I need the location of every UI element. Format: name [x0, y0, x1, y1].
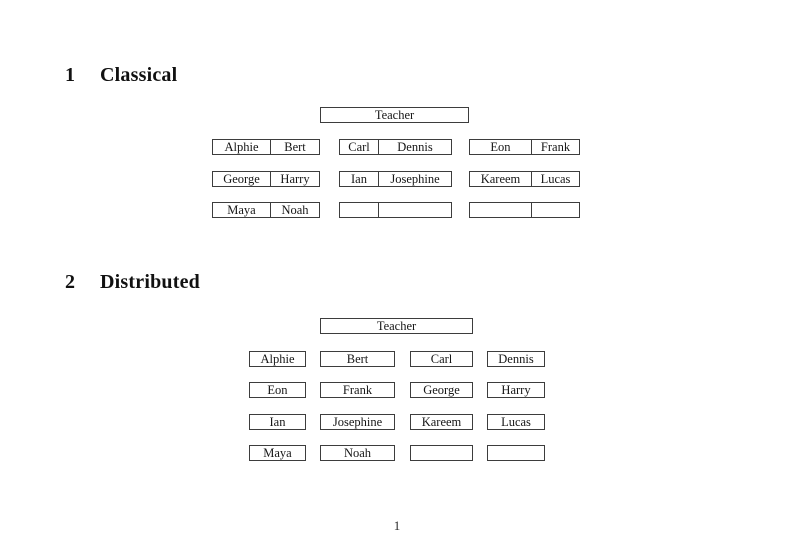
section-heading-distributed: 2 Distributed: [65, 271, 200, 294]
seat-label: Dennis: [378, 140, 451, 154]
section-number: 1: [65, 64, 76, 86]
teacher-box: Teacher: [320, 318, 473, 334]
seat-label-empty: [340, 203, 378, 217]
seat-label: Bert: [270, 140, 319, 154]
seat-label: Noah: [270, 203, 319, 217]
seat-box: Bert: [320, 351, 395, 367]
seat-box: Lucas: [487, 414, 545, 430]
seat-label: Ian: [351, 171, 367, 186]
seat-label: Frank: [531, 140, 579, 154]
seat-label: George: [223, 171, 260, 186]
seat-box: Eon: [249, 382, 306, 398]
teacher-box: Teacher: [320, 107, 469, 123]
desk: Alphie Bert: [212, 139, 320, 155]
section-title: Distributed: [100, 271, 200, 293]
desk-empty: [469, 202, 580, 218]
seat-label-empty: [470, 203, 531, 217]
seat-box: Dennis: [487, 351, 545, 367]
seat-box: Alphie: [249, 351, 306, 367]
section-title: Classical: [100, 64, 178, 86]
desk-empty: [339, 202, 452, 218]
section-number: 2: [65, 271, 76, 293]
section-heading-classical: 1 Classical: [65, 64, 177, 87]
seat-label: Kareem: [480, 171, 521, 186]
seat-box-empty: [410, 445, 473, 461]
seat-box: Kareem: [410, 414, 473, 430]
seat-label: Alphie: [224, 139, 259, 154]
seat-label: Harry: [270, 172, 319, 186]
seat-label: Maya: [227, 202, 256, 217]
seat-box: Carl: [410, 351, 473, 367]
seat-box: George: [410, 382, 473, 398]
desk: George Harry: [212, 171, 320, 187]
desk: Kareem Lucas: [469, 171, 580, 187]
seat-label-empty: [378, 203, 451, 217]
seat-box: Noah: [320, 445, 395, 461]
seat-label: Carl: [348, 139, 370, 154]
page-number: 1: [393, 518, 401, 533]
seat-label: Josephine: [378, 172, 451, 186]
seat-box: Ian: [249, 414, 306, 430]
seat-box: Frank: [320, 382, 395, 398]
seat-label-empty: [531, 203, 579, 217]
desk: Maya Noah: [212, 202, 320, 218]
desk: Carl Dennis: [339, 139, 452, 155]
seat-box: Josephine: [320, 414, 395, 430]
desk: Ian Josephine: [339, 171, 452, 187]
seat-label: Eon: [490, 139, 511, 154]
seat-box: Harry: [487, 382, 545, 398]
seat-label: Lucas: [531, 172, 579, 186]
seat-box: Maya: [249, 445, 306, 461]
seat-box-empty: [487, 445, 545, 461]
desk: Eon Frank: [469, 139, 580, 155]
